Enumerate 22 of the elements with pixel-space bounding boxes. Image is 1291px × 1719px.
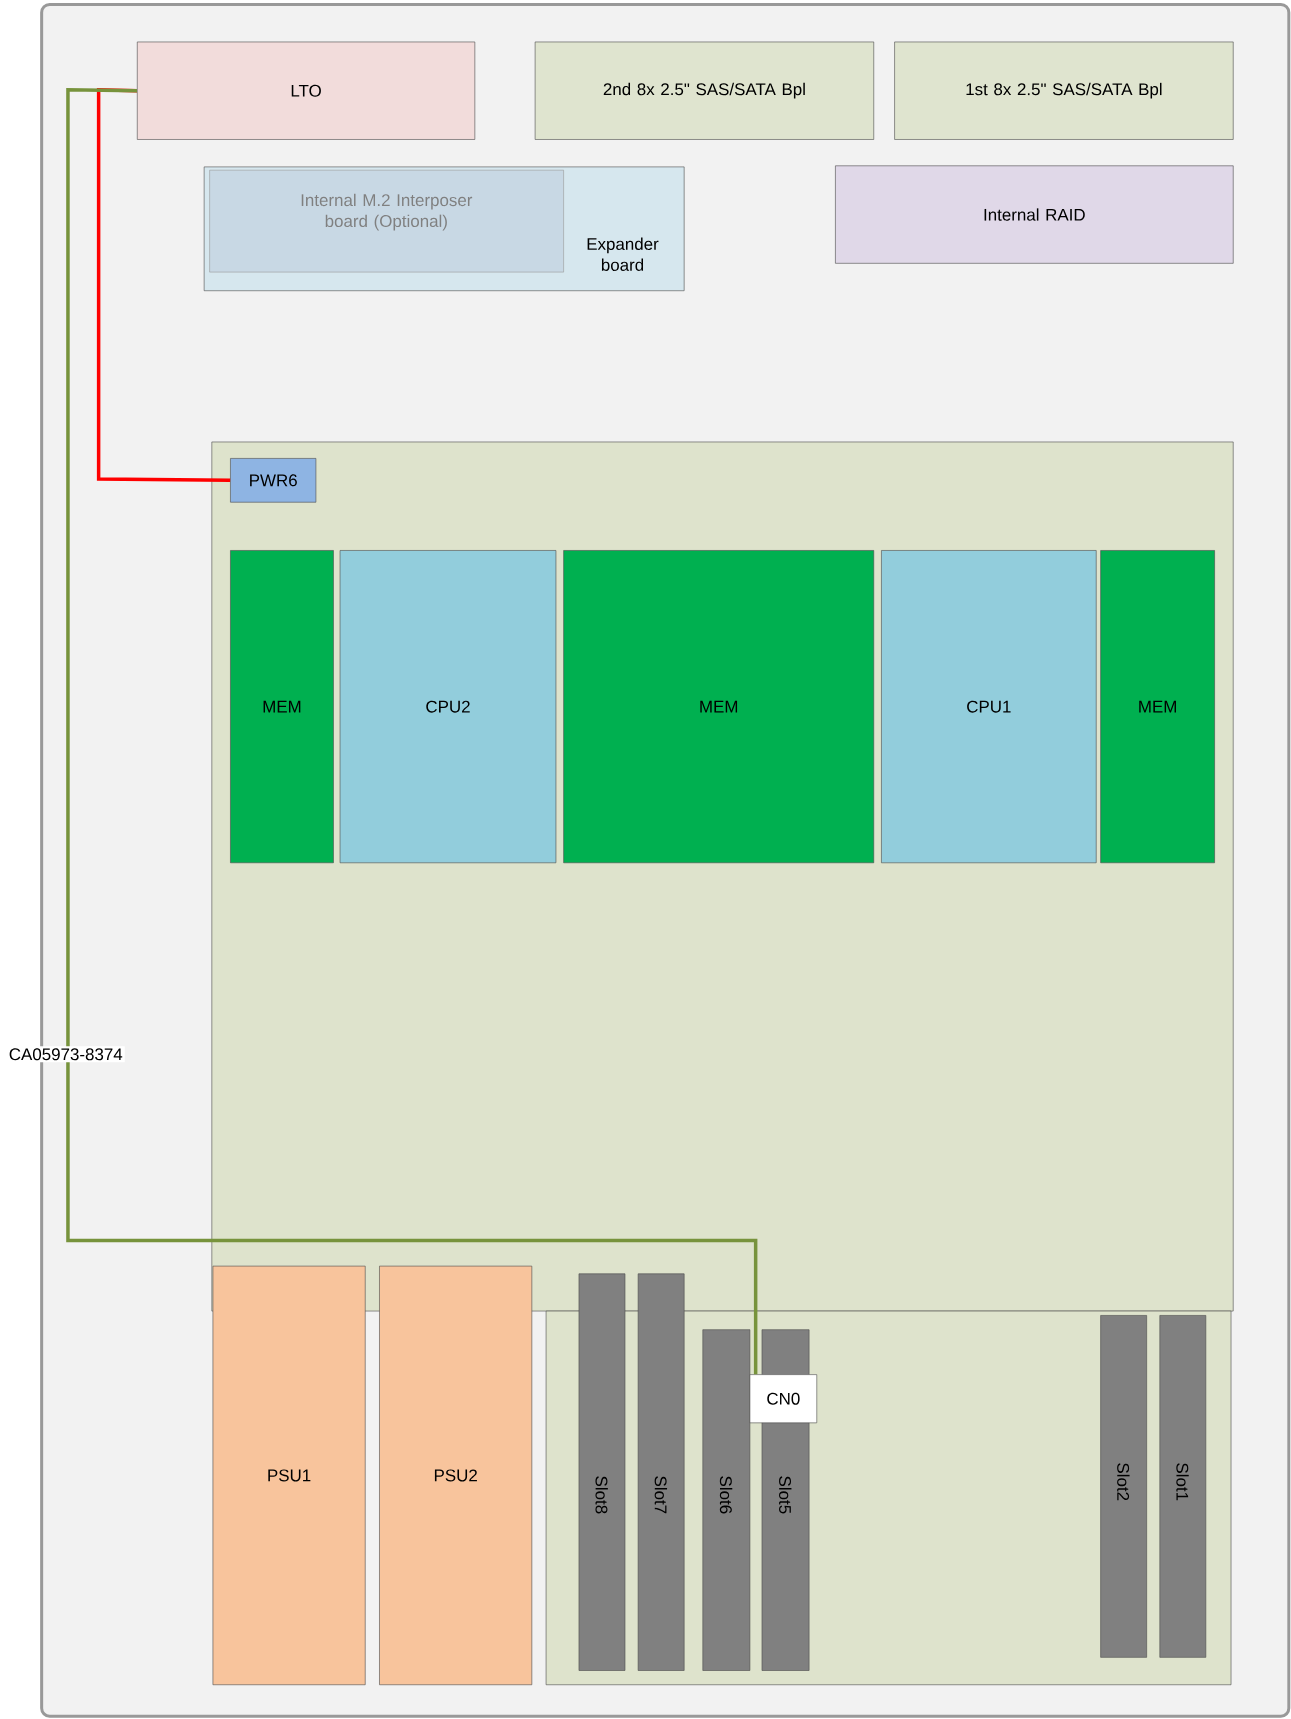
cpu-box: CPU1 [881,550,1097,864]
raid-box: Internal RAID [835,165,1234,264]
slot-box: Slot2 [1100,1315,1147,1658]
backplane-box: 2nd 8x 2.5" SAS/SATA Bpl [534,41,875,140]
memory-box: MEM [230,550,334,864]
slot-box: Slot7 [637,1273,685,1671]
edge-label: CA05973-8374 [6,1046,125,1063]
drive-box: LTO [137,41,476,140]
slot-box: Slot8 [578,1273,626,1671]
psu-box: PSU1 [212,1265,366,1686]
connector-box: PWR6 [230,458,317,503]
connector-box: CN0 [749,1374,818,1424]
cable-line [96,88,231,483]
psu-box: PSU2 [379,1265,533,1686]
memory-box: MEM [563,550,875,864]
cable-line [66,88,758,1375]
backplane-box: 1st 8x 2.5" SAS/SATA Bpl [894,41,1234,140]
interposer-board: Internal M.2 Interposer board (Optional) [209,169,564,273]
slot-box: Slot6 [702,1329,751,1671]
slot-box: Slot1 [1159,1315,1207,1658]
memory-box: MEM [1100,550,1215,864]
cpu-box: CPU2 [339,550,557,864]
